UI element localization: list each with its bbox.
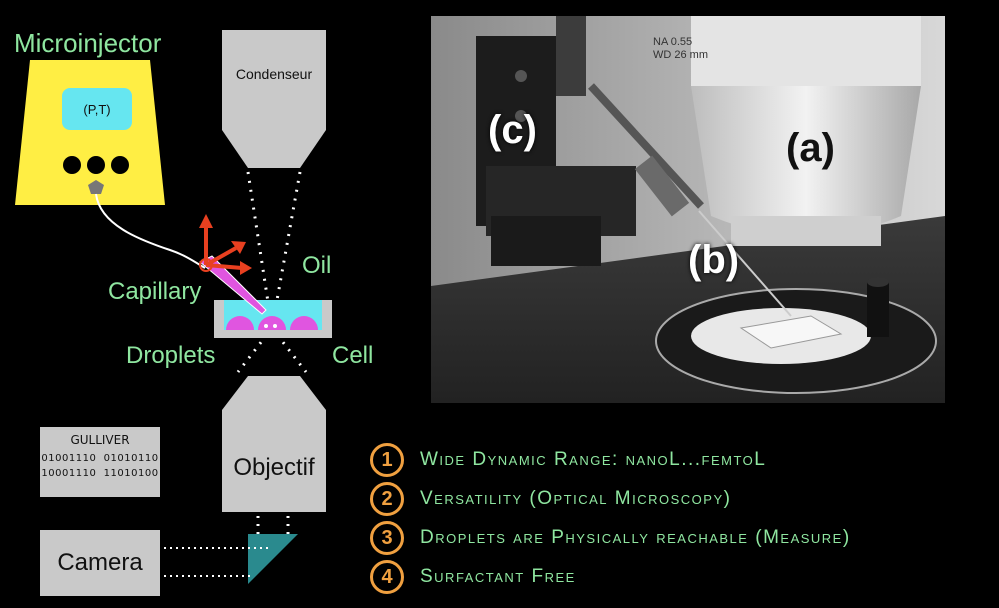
point-2-number: 2 bbox=[370, 482, 404, 516]
injector-knob-2 bbox=[87, 156, 105, 174]
injector-outlet bbox=[88, 180, 104, 194]
lens-text-line-2: WD 26 mm bbox=[653, 49, 708, 62]
point-1-number: 1 bbox=[370, 443, 404, 477]
point-1-text: Wide Dynamic Range: nanoL...femtoL bbox=[420, 449, 767, 470]
lens-text-line-1: NA 0.55 bbox=[653, 36, 693, 48]
condenseur-label: Condenseur bbox=[235, 66, 313, 82]
injector-tube bbox=[95, 193, 206, 269]
condenseur-body bbox=[222, 30, 326, 168]
point-3-text: Droplets are Physically reachable (Measu… bbox=[420, 527, 851, 548]
microscope-photo-drawing bbox=[431, 16, 945, 403]
photo-label-c: (c) bbox=[488, 108, 537, 152]
droplet-right bbox=[290, 316, 318, 330]
point-2: 2 Versatility (Optical Microscopy) bbox=[370, 482, 732, 516]
injector-knob-3 bbox=[111, 156, 129, 174]
axes-arrows bbox=[199, 214, 252, 275]
objectif-label: Objectif bbox=[233, 454, 315, 481]
pt-display bbox=[62, 88, 132, 130]
microinjector-label: Microinjector bbox=[14, 28, 162, 58]
point-2-text: Versatility (Optical Microscopy) bbox=[420, 488, 732, 509]
cell-dot-2 bbox=[273, 324, 277, 328]
photo-label-a: (a) bbox=[786, 126, 835, 170]
photo-label-b: (b) bbox=[688, 238, 740, 282]
microinjector-body bbox=[15, 60, 165, 205]
cell-label: Cell bbox=[332, 342, 374, 369]
point-4-text: Surfactant Free bbox=[420, 566, 576, 587]
gulliver-bits-row-1: 01001110 01010110 bbox=[41, 453, 159, 464]
gulliver-title: GULLIVER bbox=[70, 433, 130, 447]
point-3: 3 Droplets are Physically reachable (Mea… bbox=[370, 521, 851, 555]
droplets-label: Droplets bbox=[126, 342, 216, 369]
point-1: 1 Wide Dynamic Range: nanoL...femtoL bbox=[370, 443, 767, 477]
objectif-body bbox=[222, 376, 326, 512]
prism bbox=[248, 534, 298, 584]
camera-body bbox=[40, 530, 160, 596]
lens-text: NA 0.55 WD 26 mm bbox=[653, 36, 708, 62]
point-3-number: 3 bbox=[370, 521, 404, 555]
point-4: 4 Surfactant Free bbox=[370, 560, 576, 594]
microscope-photo: NA 0.55 WD 26 mm (a) (b) (c) bbox=[431, 16, 945, 403]
pt-label: (P,T) bbox=[83, 101, 111, 117]
oil-label: Oil bbox=[302, 252, 332, 279]
cell-dot-1 bbox=[264, 324, 268, 328]
camera-label: Camera bbox=[57, 549, 143, 576]
gulliver-bits-row-2: 10001110 11010100 bbox=[41, 468, 159, 479]
capillary-label: Capillary bbox=[108, 278, 202, 305]
point-4-number: 4 bbox=[370, 560, 404, 594]
droplet-left bbox=[226, 316, 254, 330]
gulliver-box: GULLIVER 01001110 01010110 10001110 1101… bbox=[40, 427, 160, 497]
injector-knob-1 bbox=[63, 156, 81, 174]
